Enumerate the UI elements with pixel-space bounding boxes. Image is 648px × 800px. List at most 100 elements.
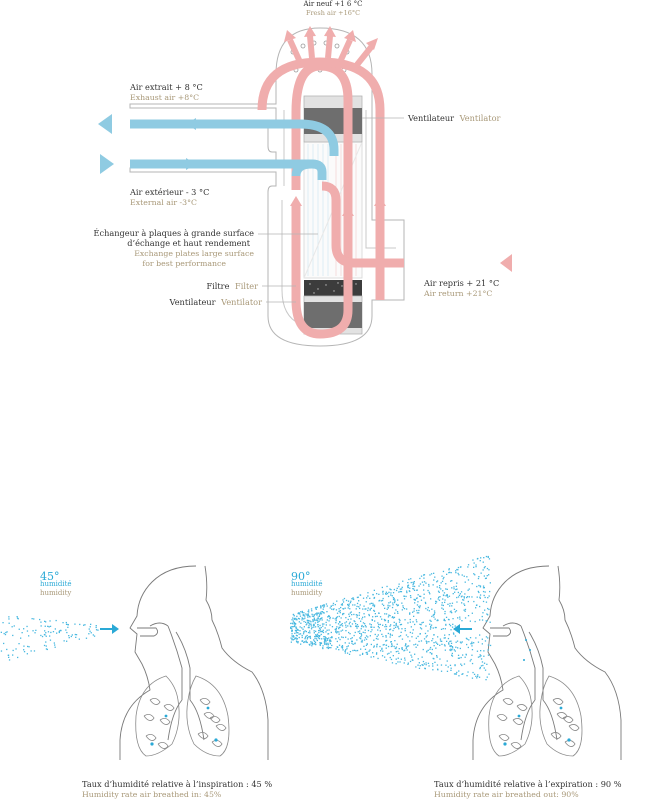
moisture-particle	[464, 617, 467, 619]
right-body-outline	[472, 565, 622, 760]
moisture-particle	[313, 618, 316, 621]
right-lungs	[488, 675, 583, 757]
moisture-particle	[384, 613, 386, 615]
moisture-particle	[444, 610, 446, 613]
moisture-particle	[325, 603, 328, 605]
moisture-particle	[423, 577, 425, 579]
moisture-particle	[392, 655, 394, 657]
moisture-particle	[455, 588, 457, 591]
moisture-particle	[294, 624, 296, 626]
moisture-particle	[366, 597, 368, 599]
moisture-particle	[444, 628, 446, 630]
moisture-particle	[456, 601, 458, 603]
moisture-particle	[384, 626, 386, 628]
moisture-particle	[482, 587, 485, 589]
moisture-particle	[443, 618, 445, 620]
moisture-particle	[464, 604, 466, 606]
moisture-particle	[342, 636, 344, 639]
moisture-particle	[463, 597, 465, 599]
moisture-particle	[321, 619, 323, 621]
moisture-particle	[65, 629, 67, 631]
moisture-particle	[438, 596, 440, 598]
moisture-particle	[43, 644, 46, 647]
moisture-particle	[320, 611, 322, 613]
moisture-particle	[88, 633, 90, 635]
moisture-particle	[476, 585, 478, 588]
moisture-particle	[404, 619, 406, 621]
moisture-particle	[455, 585, 457, 587]
moisture-particle	[417, 594, 419, 596]
moisture-particle	[314, 622, 317, 624]
moisture-particle	[387, 604, 389, 606]
moisture-particle	[435, 647, 437, 649]
moisture-particle	[445, 664, 447, 666]
moisture-particle	[441, 643, 443, 645]
moisture-particle	[66, 631, 68, 634]
moisture-particle	[468, 588, 470, 590]
moisture-particle	[398, 618, 400, 620]
moisture-particle	[451, 605, 453, 607]
moisture-particle	[342, 613, 344, 616]
moisture-particle	[356, 639, 358, 641]
moisture-particle	[316, 619, 318, 621]
moisture-particle	[317, 612, 319, 614]
moisture-particle	[471, 596, 473, 598]
moisture-particle	[456, 568, 458, 571]
moisture-particle	[484, 566, 486, 568]
moisture-particle	[297, 612, 300, 614]
moisture-particle	[97, 629, 99, 631]
moisture-particle	[461, 673, 463, 675]
moisture-particle	[445, 588, 447, 590]
moisture-particle	[389, 629, 391, 631]
moisture-particle	[23, 649, 25, 651]
moisture-particle	[318, 638, 321, 640]
left-humidity-label-en: humidity	[40, 589, 71, 597]
moisture-particle	[397, 626, 399, 628]
moisture-particle	[351, 598, 353, 600]
moisture-particle	[308, 623, 310, 625]
moisture-particle	[422, 660, 425, 663]
moisture-particle	[85, 637, 88, 639]
moisture-particle	[340, 606, 342, 609]
moisture-particle	[293, 615, 295, 617]
moisture-particle	[4, 633, 7, 636]
moisture-particle	[479, 656, 481, 658]
moisture-particle	[316, 639, 318, 642]
moisture-particle	[388, 614, 390, 616]
moisture-particle	[409, 621, 411, 623]
moisture-particle	[481, 661, 484, 663]
moisture-particle	[382, 590, 384, 592]
moisture-particle	[393, 588, 395, 591]
moisture-particle	[391, 643, 393, 645]
moisture-particle	[345, 649, 347, 651]
moisture-particle	[467, 600, 469, 603]
moisture-particle	[375, 653, 378, 655]
moisture-particle	[333, 608, 335, 610]
humidity-diagram: 45° humidité humidity Taux d’humidité re…	[0, 555, 622, 799]
moisture-particle	[473, 566, 475, 568]
moisture-particle	[429, 623, 431, 625]
moisture-particle	[361, 618, 363, 620]
moisture-particle	[18, 643, 20, 645]
moisture-particle	[465, 637, 468, 639]
moisture-particle	[309, 636, 311, 638]
moisture-particle	[354, 631, 356, 634]
moisture-particle	[311, 642, 314, 645]
moisture-particle	[291, 629, 293, 631]
moisture-particle	[450, 610, 452, 612]
moisture-particle	[460, 656, 462, 659]
moisture-particle	[301, 617, 304, 620]
moisture-particle	[385, 628, 387, 630]
moisture-particle	[342, 608, 344, 610]
moisture-particle	[331, 608, 333, 610]
moisture-particle	[437, 590, 440, 592]
moisture-particle	[442, 570, 445, 573]
moisture-particle	[446, 640, 448, 642]
moisture-particle	[371, 629, 373, 631]
moisture-particle	[89, 630, 91, 632]
moisture-particle	[403, 608, 406, 610]
moisture-particle	[413, 598, 415, 601]
filter-box	[304, 280, 362, 296]
moisture-particle	[335, 631, 337, 633]
